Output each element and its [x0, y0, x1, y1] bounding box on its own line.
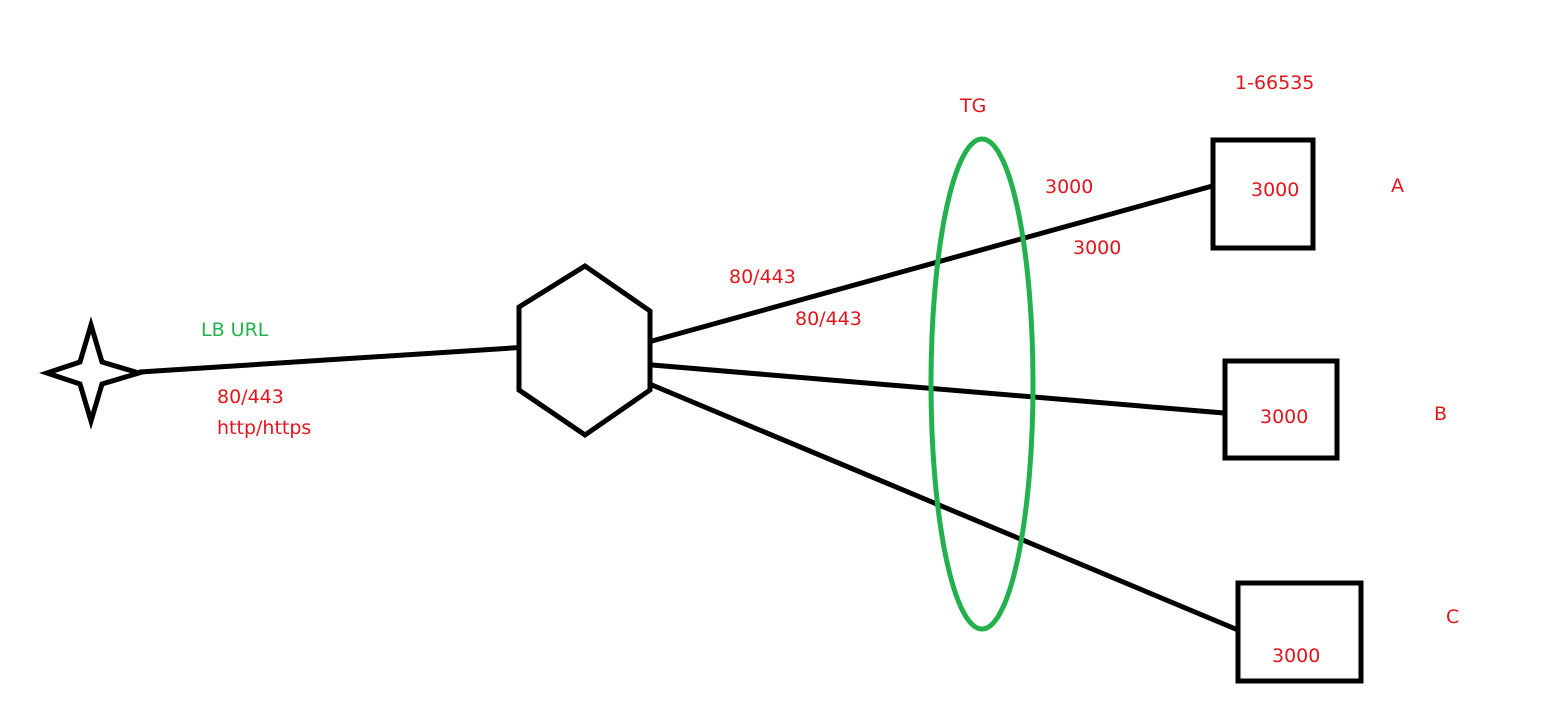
lb-to-target-c-line	[649, 382, 1241, 633]
lb-to-target-a-line	[649, 182, 1219, 344]
client-star-icon	[39, 316, 148, 430]
client-protocol-label: http/https	[217, 417, 311, 439]
target-a-box	[1210, 137, 1316, 251]
port-range-label: 1-66535	[1235, 72, 1314, 94]
target-b-port-label: 3000	[1260, 406, 1308, 428]
load-balancer-hexagon-icon	[516, 263, 653, 439]
target-c-box	[1235, 580, 1364, 684]
target-c-port-label: 3000	[1272, 645, 1320, 667]
client-to-lb-line	[137, 344, 531, 375]
target-b-name-label: B	[1434, 403, 1447, 425]
tg-port-in-label: 3000	[1045, 176, 1093, 198]
target-c-name-label: C	[1446, 606, 1459, 628]
client-port-label: 80/443	[217, 386, 284, 408]
lb-listener-port-label: 80/443	[729, 266, 796, 288]
target-a-port-label: 3000	[1251, 179, 1299, 201]
target-group-ellipse	[928, 136, 1036, 632]
target-group-label: TG	[959, 95, 986, 117]
lb-outgoing-port-label: 80/443	[795, 308, 862, 330]
target-b-box	[1222, 358, 1340, 461]
target-a-name-label: A	[1391, 175, 1404, 197]
lb-url-label: LB URL	[201, 319, 269, 341]
tg-port-out-label: 3000	[1073, 237, 1121, 259]
lb-to-target-b-line	[649, 362, 1227, 416]
